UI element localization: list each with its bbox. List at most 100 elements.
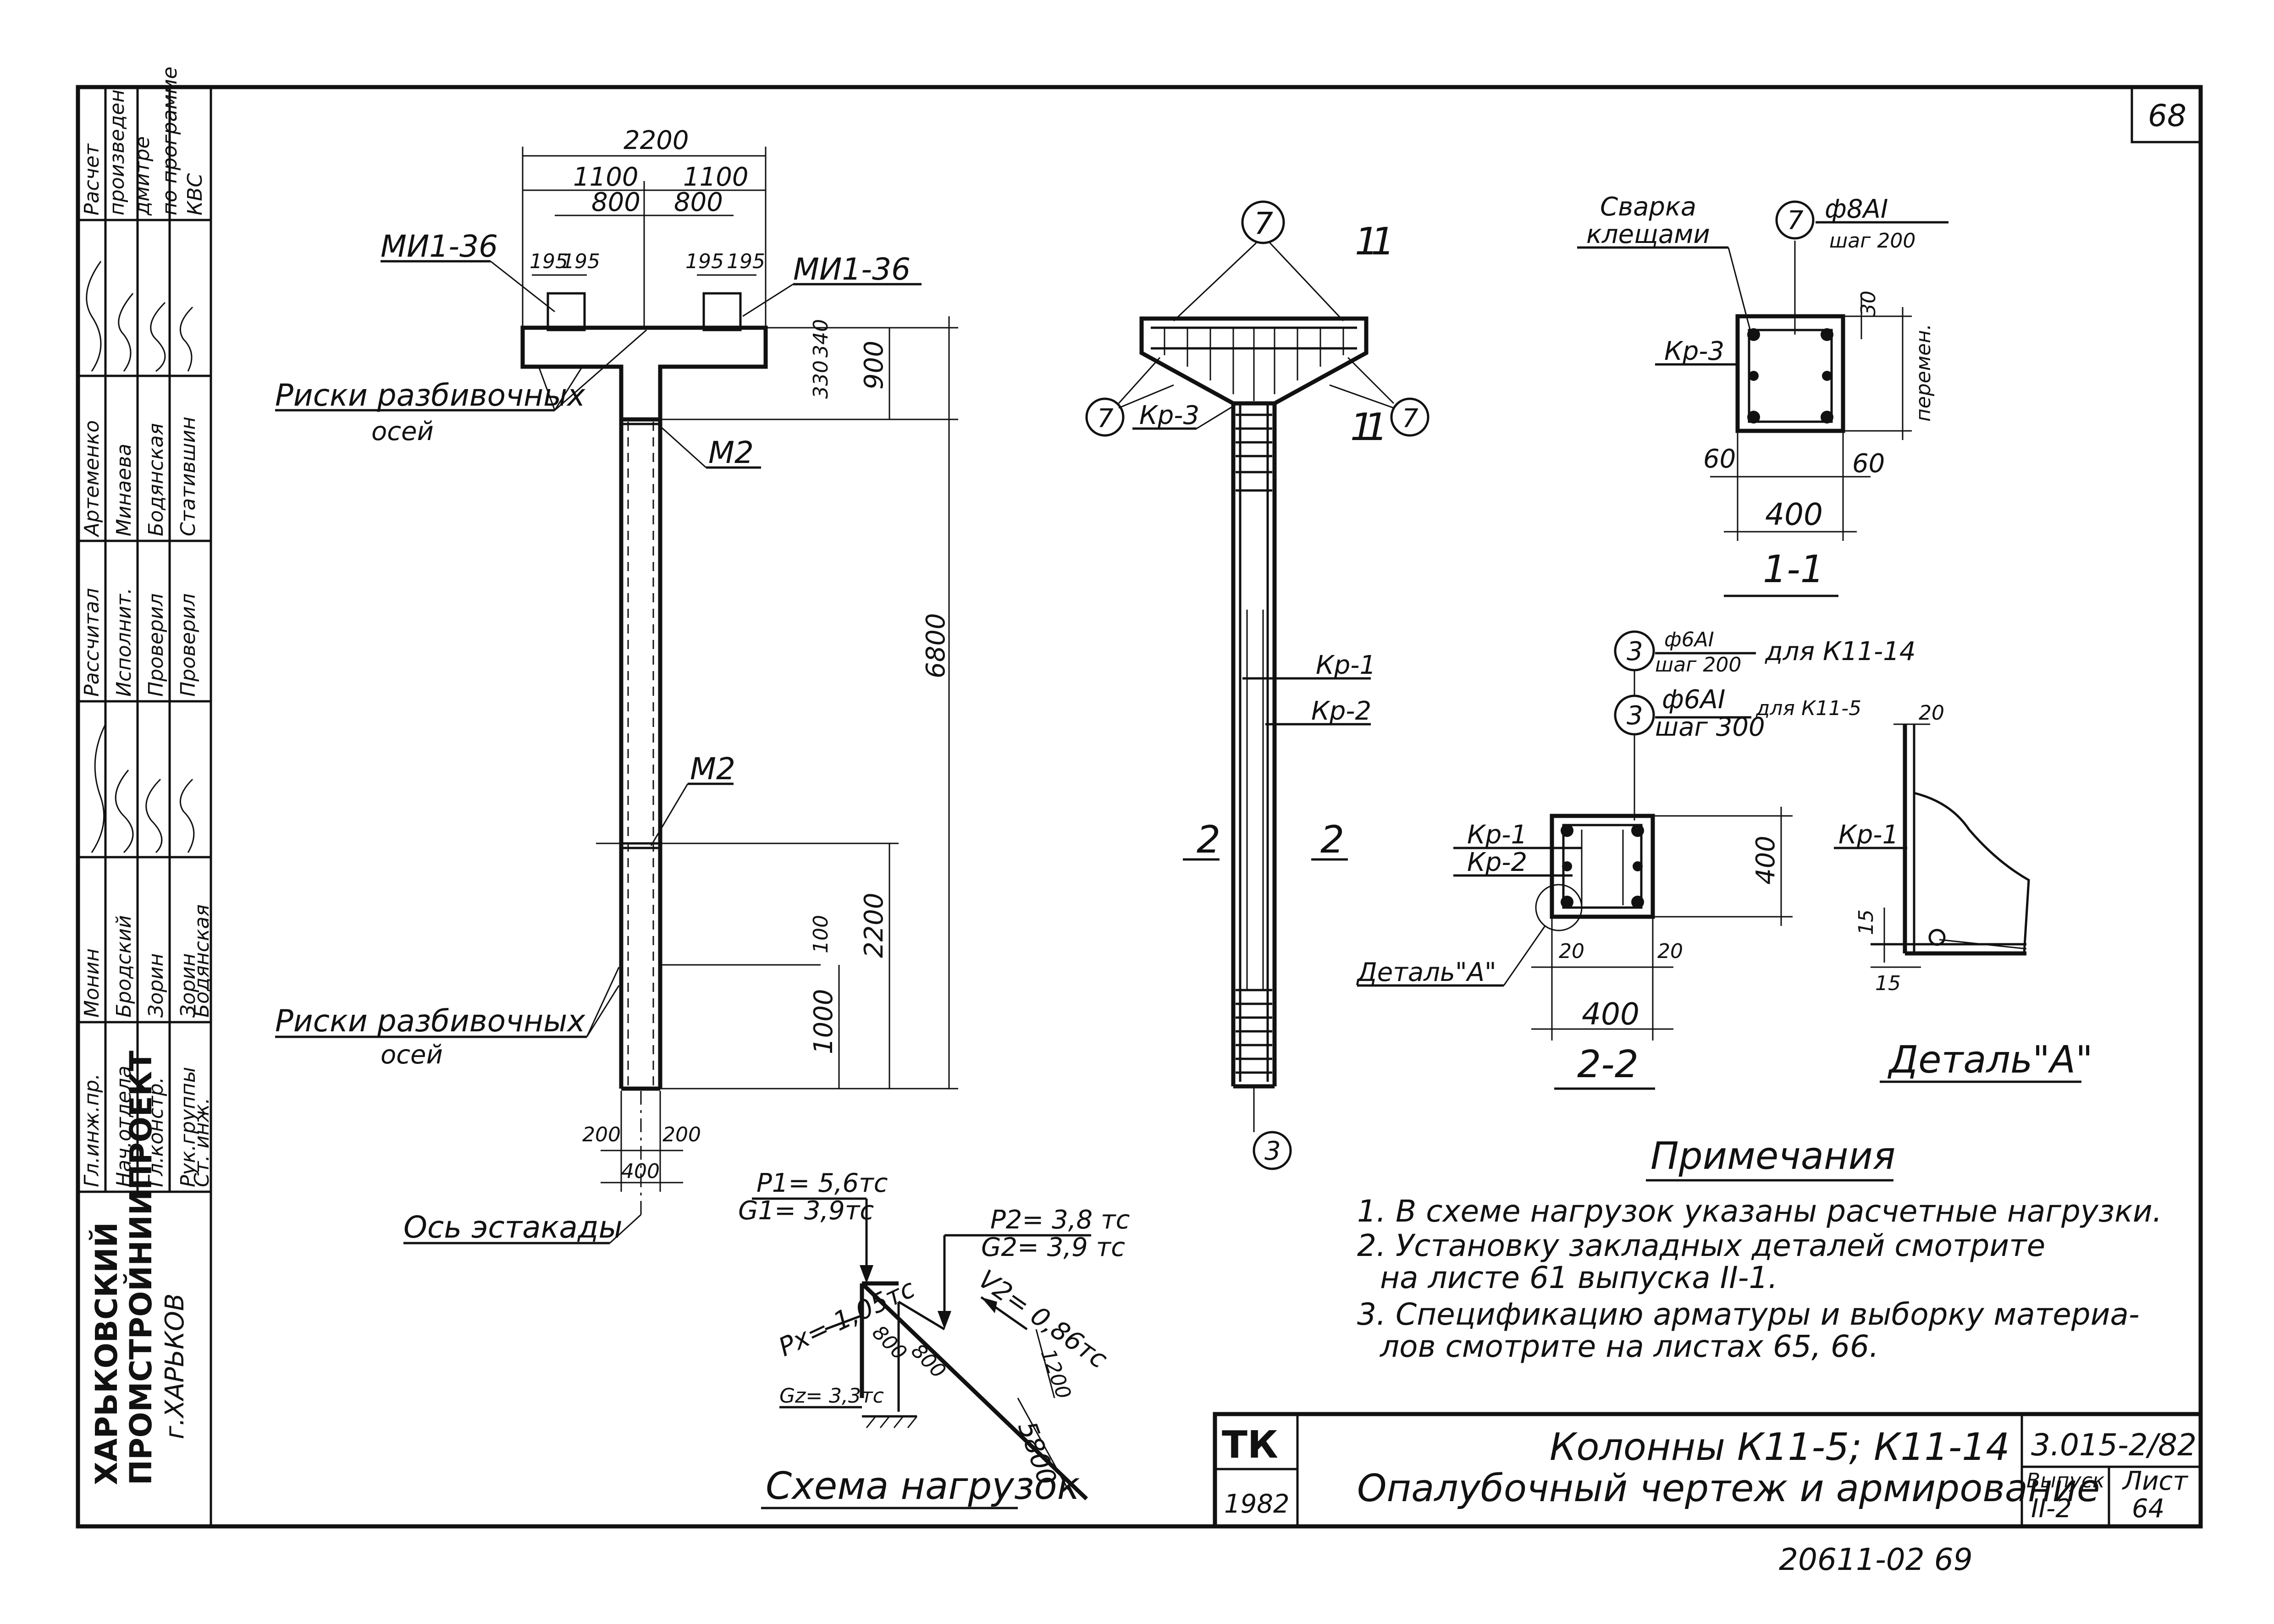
- section-mark-top-2: 1: [1371, 220, 1395, 264]
- detail-kp1: Кр-1: [1838, 820, 1899, 850]
- note-1: 1. В схеме нагрузок указаны расчетные на…: [1357, 1194, 2162, 1229]
- dim-1100-left: 1100: [573, 162, 639, 192]
- stamp-role-3: Гл.констр.: [144, 1077, 168, 1187]
- dim-6800: 6800: [921, 613, 951, 678]
- s22-for-a: для К11-14: [1765, 637, 1915, 666]
- pos7-right: 7: [1402, 404, 1418, 434]
- load-scheme: P1= 5,6тс G1= 3,9тс P2= 3,8 тс G2= 3,9 т…: [738, 1168, 1130, 1509]
- s11-dim-400: 400: [1765, 497, 1823, 532]
- s22-title: 2-2: [1577, 1043, 1639, 1086]
- s22-for-b: для К11-5: [1755, 697, 1861, 720]
- s22-dim-400-h: 400: [1582, 996, 1639, 1032]
- stamp-name-3: Зорин: [144, 953, 168, 1018]
- detail-a: 20 Кр-1 15 15 Деталь"А": [1834, 701, 2093, 1083]
- org-line-1: ХАРЬКОВСКИЙ: [88, 1222, 124, 1485]
- dim-195-c: 195: [685, 250, 724, 273]
- dim-800-left: 800: [591, 187, 640, 217]
- stamp-name-5: Бодянская: [190, 904, 214, 1018]
- pos7-top: 7: [1254, 206, 1273, 241]
- detail-dim-15-a: 15: [1855, 909, 1878, 935]
- weld-label-2: клещами: [1586, 220, 1710, 249]
- s22-pos-a: 3: [1627, 637, 1643, 666]
- section-2-2: 3 ф6АI шаг 200 для К11-14 3 ф6АI шаг 300…: [1356, 628, 1915, 1090]
- load-p2: P2= 3,8 тс: [990, 1205, 1130, 1235]
- s22-dim-400-v: 400: [1751, 836, 1781, 885]
- section-mark-top-1: 1: [1355, 220, 1379, 264]
- dim-100: 100: [809, 915, 833, 953]
- tb-tk: ТК: [1222, 1423, 1278, 1467]
- kp3-label: Кр-3: [1139, 401, 1199, 430]
- marks-label-top-1: Риски разбивочных: [275, 378, 585, 413]
- tb-code: 3.015-2/82: [2031, 1427, 2197, 1463]
- stamp-role-13: по программе: [158, 66, 182, 215]
- notes-heading: Примечания: [1650, 1134, 1895, 1178]
- embed-label-left: МИ1-36: [381, 229, 498, 264]
- load-p1: P1= 5,6тс: [756, 1168, 888, 1198]
- marks-label-top-2: осей: [371, 417, 434, 446]
- notes: Примечания 1. В схеме нагрузок указаны р…: [1357, 1134, 2162, 1364]
- s11-dim-var: перемен.: [1912, 324, 1935, 422]
- s11-dim-60-right: 60: [1852, 449, 1885, 479]
- m2-lower-label: М2: [690, 751, 735, 787]
- s11-dim-30: 30: [1857, 291, 1880, 316]
- org-line-3: г.ХАРЬКОВ: [160, 1294, 190, 1439]
- dim-2200-v: 2200: [859, 892, 889, 958]
- stamp-name-4: Зорин: [177, 953, 200, 1018]
- dim-340: 340: [809, 319, 833, 358]
- detail-dim-15-b: 15: [1875, 972, 1901, 995]
- page-number: 68: [2148, 98, 2186, 133]
- cut2-left: 2: [1197, 818, 1220, 862]
- s22-dim-20-left: 20: [1559, 940, 1584, 963]
- section-mark-bottom-1: 1: [1350, 406, 1374, 449]
- s11-dim-60-left: 60: [1703, 444, 1736, 474]
- stamp-name-2: Бродский: [112, 915, 136, 1018]
- dim-195-a: 195: [530, 250, 568, 273]
- note-3b: лов смотрите на листах 65, 66.: [1379, 1329, 1879, 1364]
- detail-dim-20: 20: [1919, 701, 1944, 725]
- dim-400-bottom: 400: [621, 1160, 660, 1183]
- stamp-name-9: Статившин: [177, 417, 200, 536]
- dim-900: 900: [859, 341, 889, 390]
- s22-kp2: Кр-2: [1467, 848, 1527, 877]
- stamp-role-12: дмитре: [131, 136, 154, 216]
- column-elevation: 2200 1100 1100 800 800 195 195 195 195 М…: [275, 126, 958, 1245]
- org-line-2: ПРОМСТРОЙНИИПРОЕКТ: [123, 1051, 159, 1485]
- reinforcement-view: 7 7 7 Кр-3 1 1 1 1 Кр-1 Кр-2 2 2 3: [1085, 200, 1430, 1170]
- section-mark-bottom-2: 1: [1364, 406, 1388, 449]
- archive-number: 20611-02 69: [1779, 1542, 1973, 1577]
- stamp-frame: [77, 86, 212, 1528]
- s11-pos: 7: [1787, 206, 1804, 236]
- stamp-role-2: Нач.отдела: [112, 1066, 136, 1187]
- load-dim-800-a: 800: [867, 1321, 911, 1365]
- tb-sheet-value: 64: [2132, 1494, 2164, 1524]
- detail-title: Деталь"А": [1888, 1038, 2093, 1082]
- dim-195-d: 195: [727, 250, 765, 273]
- s22-spec-b: ф6АI: [1662, 685, 1725, 715]
- s11-kp3: Кр-3: [1664, 336, 1724, 366]
- s22-step-a: шаг 200: [1655, 653, 1741, 677]
- stamp-name-7: Минаева: [112, 444, 136, 536]
- dim-1100-right: 1100: [683, 162, 749, 192]
- tb-year: 1982: [1224, 1489, 1290, 1519]
- s11-title: 1-1: [1763, 548, 1824, 591]
- page-number-box: [2130, 86, 2202, 143]
- tb-issue-label: Выпуск: [2026, 1469, 2105, 1492]
- kp2-label: Кр-2: [1311, 696, 1371, 726]
- stamp-role-1: Гл.инж.пр.: [80, 1073, 104, 1187]
- axis-label: Ось эстакады: [403, 1210, 623, 1245]
- s11-bar-spec: ф8АI: [1825, 194, 1888, 224]
- s22-kp1: Кр-1: [1467, 820, 1527, 850]
- stamp-role-5: Ст. инж.: [190, 1098, 214, 1187]
- marks-label-bottom-2: осей: [381, 1040, 443, 1070]
- m2-upper-label: М2: [708, 435, 754, 470]
- dim-200-left: 200: [582, 1123, 621, 1146]
- stamp-role-8: Проверил: [144, 593, 168, 697]
- tb-title-1: Колонны К11-5; К11-14: [1550, 1426, 2010, 1469]
- stamp-role-6: Рассчитал: [80, 588, 104, 697]
- head-bars: [1164, 328, 1344, 401]
- dim-195-b: 195: [562, 250, 600, 273]
- stamp-role-11: произведен: [105, 89, 129, 215]
- title-block: ТК 1982 Колонны К11-5; К11-14 Опалубочны…: [1213, 1412, 2203, 1529]
- stamp-name-8: Бодянская: [144, 423, 168, 536]
